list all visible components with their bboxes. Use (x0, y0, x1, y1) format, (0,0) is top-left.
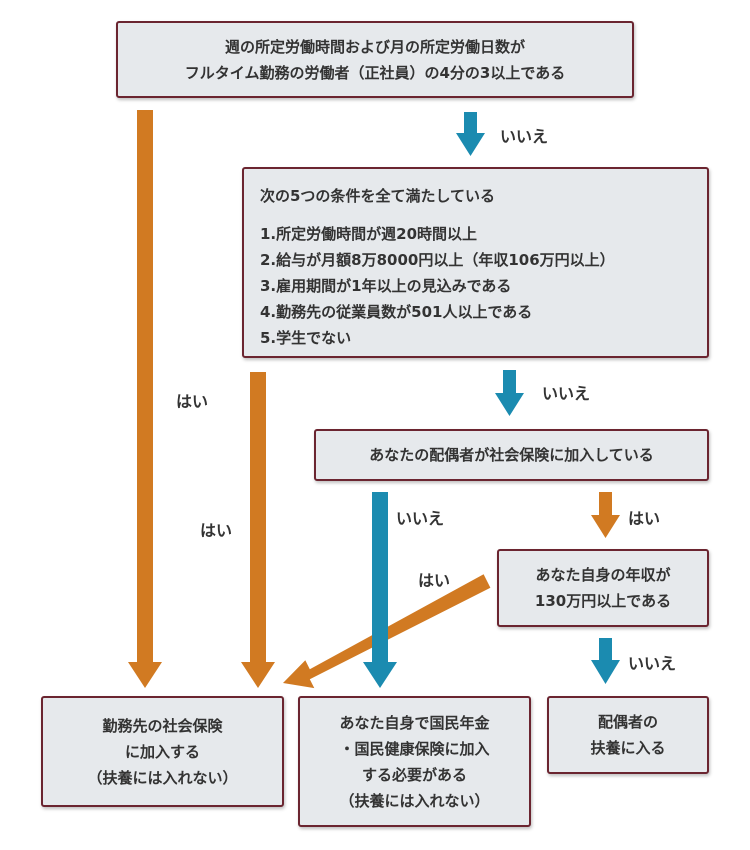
arrow-q1-no (456, 112, 485, 156)
label-q1-no: いいえ (500, 127, 549, 146)
label-q1-yes: はい (176, 392, 209, 411)
label-q3-no: いいえ (396, 509, 445, 528)
result-1-box: 勤務先の社会保険 に加入する （扶養には入れない） (41, 696, 284, 807)
question-4-line-1: あなた自身の年収が (535, 566, 671, 584)
result-2-line-3: する必要がある (361, 765, 467, 784)
result-3-line-1: 配偶者の (597, 713, 658, 731)
label-q4-yes: はい (418, 571, 451, 590)
question-3-line-1: あなたの配偶者が社会保険に加入している (369, 446, 654, 464)
arrow-q3-no (363, 492, 397, 688)
question-2-title: 次の5つの条件を全て満たしている (260, 187, 495, 205)
result-3-line-2: 扶養に入る (590, 739, 666, 757)
result-2-line-4: （扶養には入れない） (339, 791, 490, 810)
condition-4: 4.勤務先の従業員数が501人以上である (260, 303, 533, 321)
arrow-q4-no (591, 638, 620, 684)
question-4-box: あなた自身の年収が 130万円以上である (497, 549, 709, 627)
question-1-box: 週の所定労働時間および月の所定労働日数が フルタイム勤務の労働者（正社員）の4分… (116, 21, 634, 98)
condition-3: 3.雇用期間が1年以上の見込みである (260, 277, 512, 295)
label-q2-no: いいえ (542, 384, 591, 403)
label-q3-yes: はい (628, 509, 661, 528)
condition-2: 2.給与が月額8万8000円以上（年収106万円以上） (260, 251, 615, 269)
question-3-box: あなたの配偶者が社会保険に加入している (314, 429, 709, 481)
result-2-line-2: ・国民健康保険に加入 (339, 739, 490, 758)
arrow-q3-yes (591, 492, 620, 538)
result-2-box: あなた自身で国民年金 ・国民健康保険に加入 する必要がある （扶養には入れない） (298, 696, 531, 827)
question-1-line-1: 週の所定労働時間および月の所定労働日数が (224, 37, 525, 56)
result-1-line-1: 勤務先の社会保険 (102, 716, 223, 735)
question-1-line-2: フルタイム勤務の労働者（正社員）の4分の3以上である (184, 63, 566, 82)
arrow-q1-yes (128, 110, 162, 688)
label-q4-no: いいえ (628, 654, 677, 673)
label-q2-yes: はい (200, 521, 233, 540)
result-3-box: 配偶者の 扶養に入る (547, 696, 709, 774)
result-1-line-2: に加入する (124, 742, 200, 761)
condition-5: 5.学生でない (260, 329, 352, 347)
arrow-q2-yes (241, 372, 275, 688)
question-4-line-2: 130万円以上である (534, 592, 672, 610)
question-2-box: 次の5つの条件を全て満たしている 1.所定労働時間が週20時間以上 2.給与が月… (242, 167, 709, 358)
condition-1: 1.所定労働時間が週20時間以上 (260, 225, 478, 243)
result-1-line-3: （扶養には入れない） (87, 768, 238, 787)
arrow-q2-no (495, 370, 524, 416)
result-2-line-1: あなた自身で国民年金 (339, 713, 490, 732)
